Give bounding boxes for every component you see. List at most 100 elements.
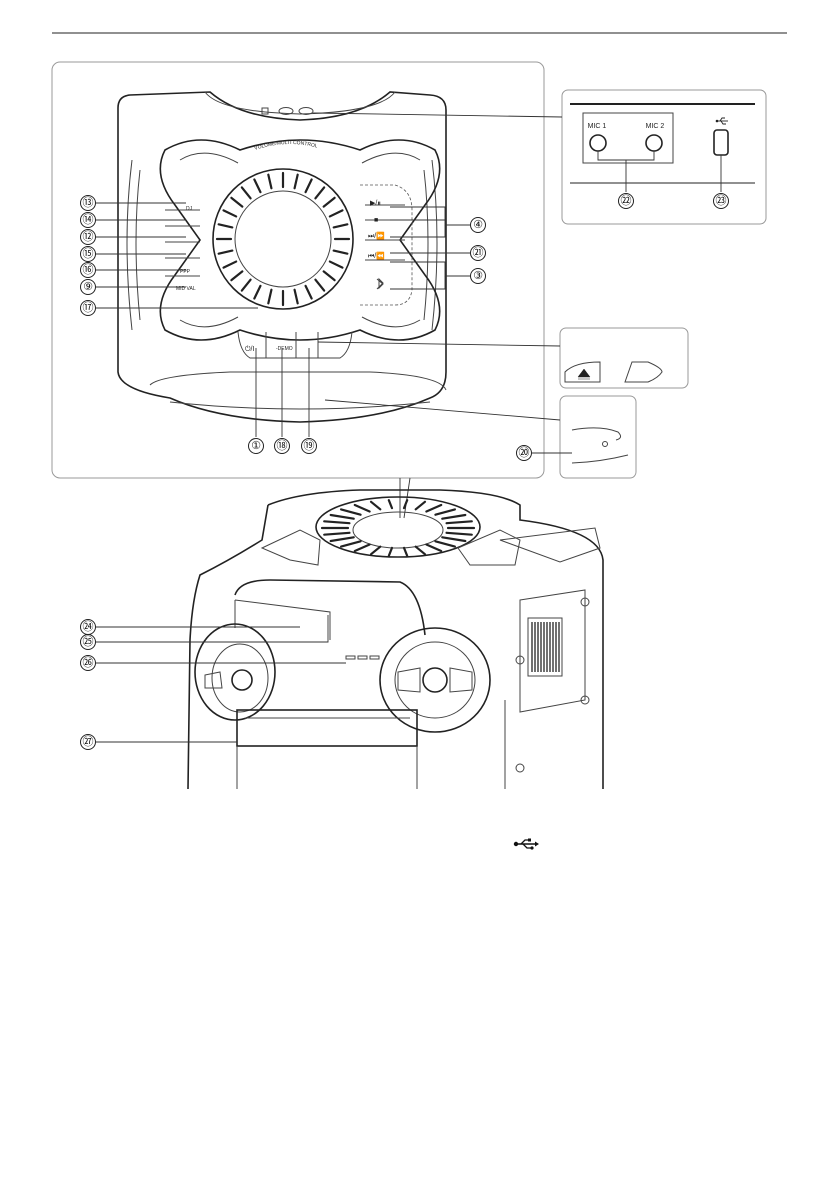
svg-text:⑬: ⑬: [83, 196, 94, 209]
dial-tick: [341, 509, 360, 514]
dial-tick: [231, 198, 242, 207]
dial-tick: [389, 500, 392, 508]
dial-tick: [324, 533, 349, 535]
skip-back-label: ⏮/⏪: [368, 251, 385, 260]
dial-tick: [435, 541, 454, 546]
dial-tick: [254, 180, 260, 193]
usb-port: [714, 130, 728, 155]
callout-15: ⑮: [81, 247, 96, 262]
svg-text:㉑: ㉑: [473, 246, 484, 259]
dial-tick: [447, 521, 472, 523]
side-grille: [532, 622, 559, 672]
callout-27: ㉗: [81, 735, 96, 750]
dial-tick: [341, 541, 360, 546]
svg-text:㉓: ㉓: [716, 194, 727, 207]
callout-4: ④: [471, 218, 486, 233]
dial-tick: [306, 286, 312, 299]
dial-tick: [404, 548, 407, 556]
mic1-jack: [590, 135, 606, 151]
callout-9: ⑨: [81, 280, 96, 295]
front-dial-ticks: [322, 500, 474, 556]
svg-text:⑭: ⑭: [83, 213, 94, 226]
power-button-label: ⏻/I: [245, 345, 254, 353]
dial-tick: [442, 537, 465, 541]
svg-text:④: ④: [473, 219, 483, 231]
svg-text:⑲: ⑲: [304, 439, 315, 452]
svg-text:㉒: ㉒: [621, 194, 632, 207]
callout-19: ⑲: [302, 439, 317, 454]
svg-text:⑳: ⑳: [519, 446, 530, 459]
callout-23: ㉓: [714, 194, 729, 209]
svg-text:⑯: ⑯: [83, 263, 94, 276]
svg-text:㉕: ㉕: [83, 635, 94, 648]
dial-tick: [224, 262, 237, 268]
dial-tick: [295, 175, 298, 189]
callout-21: ㉑: [471, 246, 486, 261]
dial-tick: [219, 251, 233, 254]
dial-tick: [268, 175, 271, 189]
dial-tick: [224, 210, 237, 216]
dial-tick: [219, 224, 233, 227]
dial-tick: [324, 521, 349, 523]
dial-tick: [371, 547, 380, 554]
dial-tick: [331, 515, 354, 519]
dial-tick: [306, 180, 312, 193]
dial-tick: [416, 502, 425, 509]
callout-14: ⑭: [81, 213, 96, 228]
callout-16: ⑯: [81, 263, 96, 278]
skip-forward-label: ⏭/⏩: [368, 231, 385, 240]
bluetooth-icon: [377, 279, 383, 289]
svg-text:⑫: ⑫: [83, 230, 94, 243]
dial-tick: [330, 210, 343, 216]
callout-17: ⑰: [81, 301, 96, 316]
demo-label: -DEMO: [276, 346, 293, 352]
callout-12: ⑫: [81, 230, 96, 245]
unit-front-drawing: [188, 478, 603, 789]
svg-text:⑰: ⑰: [83, 301, 94, 314]
svg-text:①: ①: [251, 440, 261, 452]
dial-tick: [315, 280, 324, 291]
callout-13: ⑬: [81, 196, 96, 211]
dial-tick: [315, 187, 324, 198]
svg-text:VOLUME/MULTI CONTROL: VOLUME/MULTI CONTROL: [254, 140, 319, 152]
dial-tick: [231, 271, 242, 280]
callout-26: ㉖: [81, 656, 96, 671]
dial-tick: [242, 280, 251, 291]
connector-inset: MIC 1 MIC 2: [562, 90, 766, 224]
dial-tick: [426, 505, 441, 512]
svg-text:③: ③: [473, 270, 483, 282]
svg-text:⑨: ⑨: [83, 281, 93, 293]
callout-20: ⑳: [517, 446, 532, 461]
lid-detail-inset: [560, 396, 636, 478]
dial-tick: [442, 515, 465, 519]
dial-tick: [426, 544, 441, 551]
mic1-label: MIC 1: [588, 123, 607, 130]
svg-text:㉔: ㉔: [83, 620, 94, 633]
dial-tick: [334, 251, 348, 254]
stop-label: ■: [374, 217, 378, 224]
dial-tick: [242, 187, 251, 198]
callout-18: ⑱: [275, 439, 290, 454]
dial-tick: [447, 533, 472, 535]
dial-tick: [355, 505, 370, 512]
callout-1: ①: [249, 439, 264, 454]
dial-tick: [324, 271, 335, 280]
dial-tick: [331, 537, 354, 541]
dial-tick: [416, 547, 425, 554]
eject-icon: [578, 369, 590, 379]
callout-3: ③: [471, 269, 486, 284]
svg-text:㉖: ㉖: [83, 656, 94, 669]
dial-tick: [371, 502, 380, 509]
mic2-label: MIC 2: [646, 123, 665, 130]
svg-text:⑱: ⑱: [277, 439, 288, 452]
mic2-jack: [646, 135, 662, 151]
dial-tick: [324, 198, 335, 207]
dial-tick: [435, 509, 454, 514]
volume-arc-label: VOLUME/MULTI CONTROL: [254, 140, 319, 152]
dial-tick: [330, 262, 343, 268]
dial-tick: [254, 286, 260, 299]
dj-label: DJ: [186, 206, 193, 212]
play-pause-label: ▶/⏸: [370, 200, 381, 207]
disc-buttons-inset: [560, 328, 688, 388]
